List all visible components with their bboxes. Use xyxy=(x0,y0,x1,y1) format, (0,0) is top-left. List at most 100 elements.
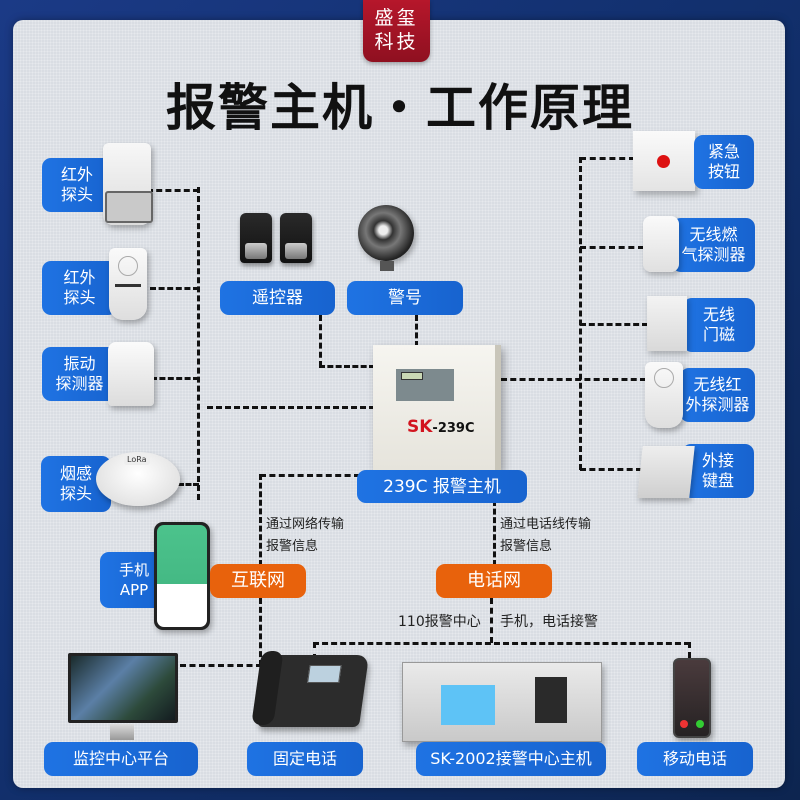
label-siren: 警号 xyxy=(347,281,463,315)
label-pir-detector-2: 红外 探头 xyxy=(42,261,117,315)
label-wireless-pir: 无线红 外探测器 xyxy=(680,368,755,422)
wire-siren-down xyxy=(415,315,418,347)
label-line: 无线红 xyxy=(693,375,742,394)
label-line: 外接 xyxy=(701,451,734,470)
note-line: 报警信息 xyxy=(266,539,319,554)
rack-lcd xyxy=(441,685,495,725)
brand-line-2: 科技 xyxy=(374,31,419,53)
label-line: 探测器 xyxy=(55,374,104,393)
wire-pir2 xyxy=(150,287,199,290)
keypad-icon xyxy=(637,446,695,498)
brand-badge: 盛玺 科技 xyxy=(363,0,430,62)
label-line: 门磁 xyxy=(702,325,735,344)
note-line: 报警信息 xyxy=(500,539,553,554)
rack-server-icon xyxy=(402,662,602,742)
monitor-screen xyxy=(71,656,175,720)
wire-emergency xyxy=(580,157,635,160)
wire-smoke xyxy=(178,483,199,486)
host-lcd xyxy=(401,372,423,380)
label-line: 按钮 xyxy=(707,162,740,181)
label-line: 外探测器 xyxy=(685,395,750,414)
wire-gas xyxy=(580,246,644,249)
wire-vibration xyxy=(151,377,199,380)
label-vibration-detector: 振动 探测器 xyxy=(42,347,117,401)
remote-control-icon xyxy=(280,213,312,263)
page-title: 报警主机・工作原理 xyxy=(166,79,634,137)
wire-internet-up xyxy=(259,474,262,566)
label-gas-detector: 无线燃 气探测器 xyxy=(672,218,755,272)
accept-call-icon xyxy=(696,720,704,728)
label-monitoring-platform: 监控中心平台 xyxy=(44,742,198,776)
mobile-app-icon xyxy=(154,522,210,630)
internet-note: 通过网络传输 报警信息 xyxy=(266,514,344,558)
label-pir-detector-1: 红外 探头 xyxy=(42,158,112,212)
label-line: 红外 xyxy=(63,268,96,287)
pir-detector-icon xyxy=(103,143,153,225)
label-alarm-host: 239C 报警主机 xyxy=(357,470,527,503)
label-line: 紧急 xyxy=(707,142,740,161)
wire-door xyxy=(580,323,648,326)
label-text: SK-2002接警中心主机 xyxy=(430,749,592,768)
label-text: 遥控器 xyxy=(252,288,303,308)
note-line: 通过网络传输 xyxy=(266,517,345,532)
wireless-pir-icon xyxy=(109,248,147,320)
label-remote-control: 遥控器 xyxy=(220,281,335,315)
label-line: 红外 xyxy=(60,165,93,184)
label-text: 警号 xyxy=(388,288,422,308)
label-mobile-phone: 移动电话 xyxy=(637,742,753,776)
siren-icon xyxy=(358,205,414,271)
label-internet: 互联网 xyxy=(210,564,306,598)
label-line: 无线 xyxy=(702,305,735,324)
label-text: 互联网 xyxy=(231,570,285,591)
wire-host-to-phone xyxy=(493,500,496,566)
label-line: 探头 xyxy=(63,288,96,307)
gas-detector-icon xyxy=(643,216,679,272)
monitor-icon xyxy=(68,653,178,723)
alarm-host-icon: SK-239C xyxy=(373,345,501,470)
wire-phone-down xyxy=(490,598,493,643)
label-text: 移动电话 xyxy=(662,749,727,768)
wire-to-mobile xyxy=(688,642,691,658)
wire-left-bus xyxy=(197,187,200,500)
wire-right-bus xyxy=(579,157,582,470)
wire-to-monitor xyxy=(180,664,262,667)
wire-host-to-internet xyxy=(260,474,360,477)
smoke-detector-icon xyxy=(96,452,180,506)
decline-call-icon xyxy=(680,720,688,728)
host-model: SK-239C xyxy=(407,417,475,437)
label-line: 烟感 xyxy=(59,464,92,483)
label-keypad: 外接 键盘 xyxy=(682,444,754,498)
label-line: 手机 xyxy=(118,561,149,579)
wire-keypad xyxy=(580,468,642,471)
wire-remote-to-host xyxy=(319,365,375,368)
remote-control-icon xyxy=(240,213,272,263)
label-line: 探头 xyxy=(59,484,92,503)
wireless-pir-icon xyxy=(645,362,683,428)
phone-note: 通过电话线传输 报警信息 xyxy=(500,514,591,558)
label-receiver-host: SK-2002接警中心主机 xyxy=(416,742,606,776)
label-text: 监控中心平台 xyxy=(72,749,169,768)
label-line: 气探测器 xyxy=(681,245,746,264)
door-sensor-icon xyxy=(647,296,687,351)
label-text: 固定电话 xyxy=(272,749,337,768)
mobile-phone-icon xyxy=(673,658,711,738)
wire-left-to-host xyxy=(207,406,375,409)
brand-line-1: 盛玺 xyxy=(374,7,419,29)
label-line: 键盘 xyxy=(701,471,734,490)
label-emergency-button: 紧急 按钮 xyxy=(694,135,754,189)
host-model-suffix: -239C xyxy=(432,421,475,436)
vibration-detector-icon xyxy=(108,342,154,406)
wire-host-to-right xyxy=(501,378,646,381)
label-door-sensor: 无线 门磁 xyxy=(683,298,755,352)
emergency-button-icon xyxy=(633,131,695,191)
wire-internet-down xyxy=(259,598,262,666)
label-line: 无线燃 xyxy=(689,225,738,244)
label-text: 239C 报警主机 xyxy=(383,476,501,497)
note-110-center: 110报警中心 xyxy=(398,614,481,630)
wire-bottom-bus xyxy=(313,642,690,645)
wire-remote-down xyxy=(319,315,322,367)
monitor-stand xyxy=(110,724,134,740)
note-line: 通过电话线传输 xyxy=(500,517,592,532)
label-desk-phone: 固定电话 xyxy=(247,742,363,776)
label-phone-network: 电话网 xyxy=(436,564,552,598)
